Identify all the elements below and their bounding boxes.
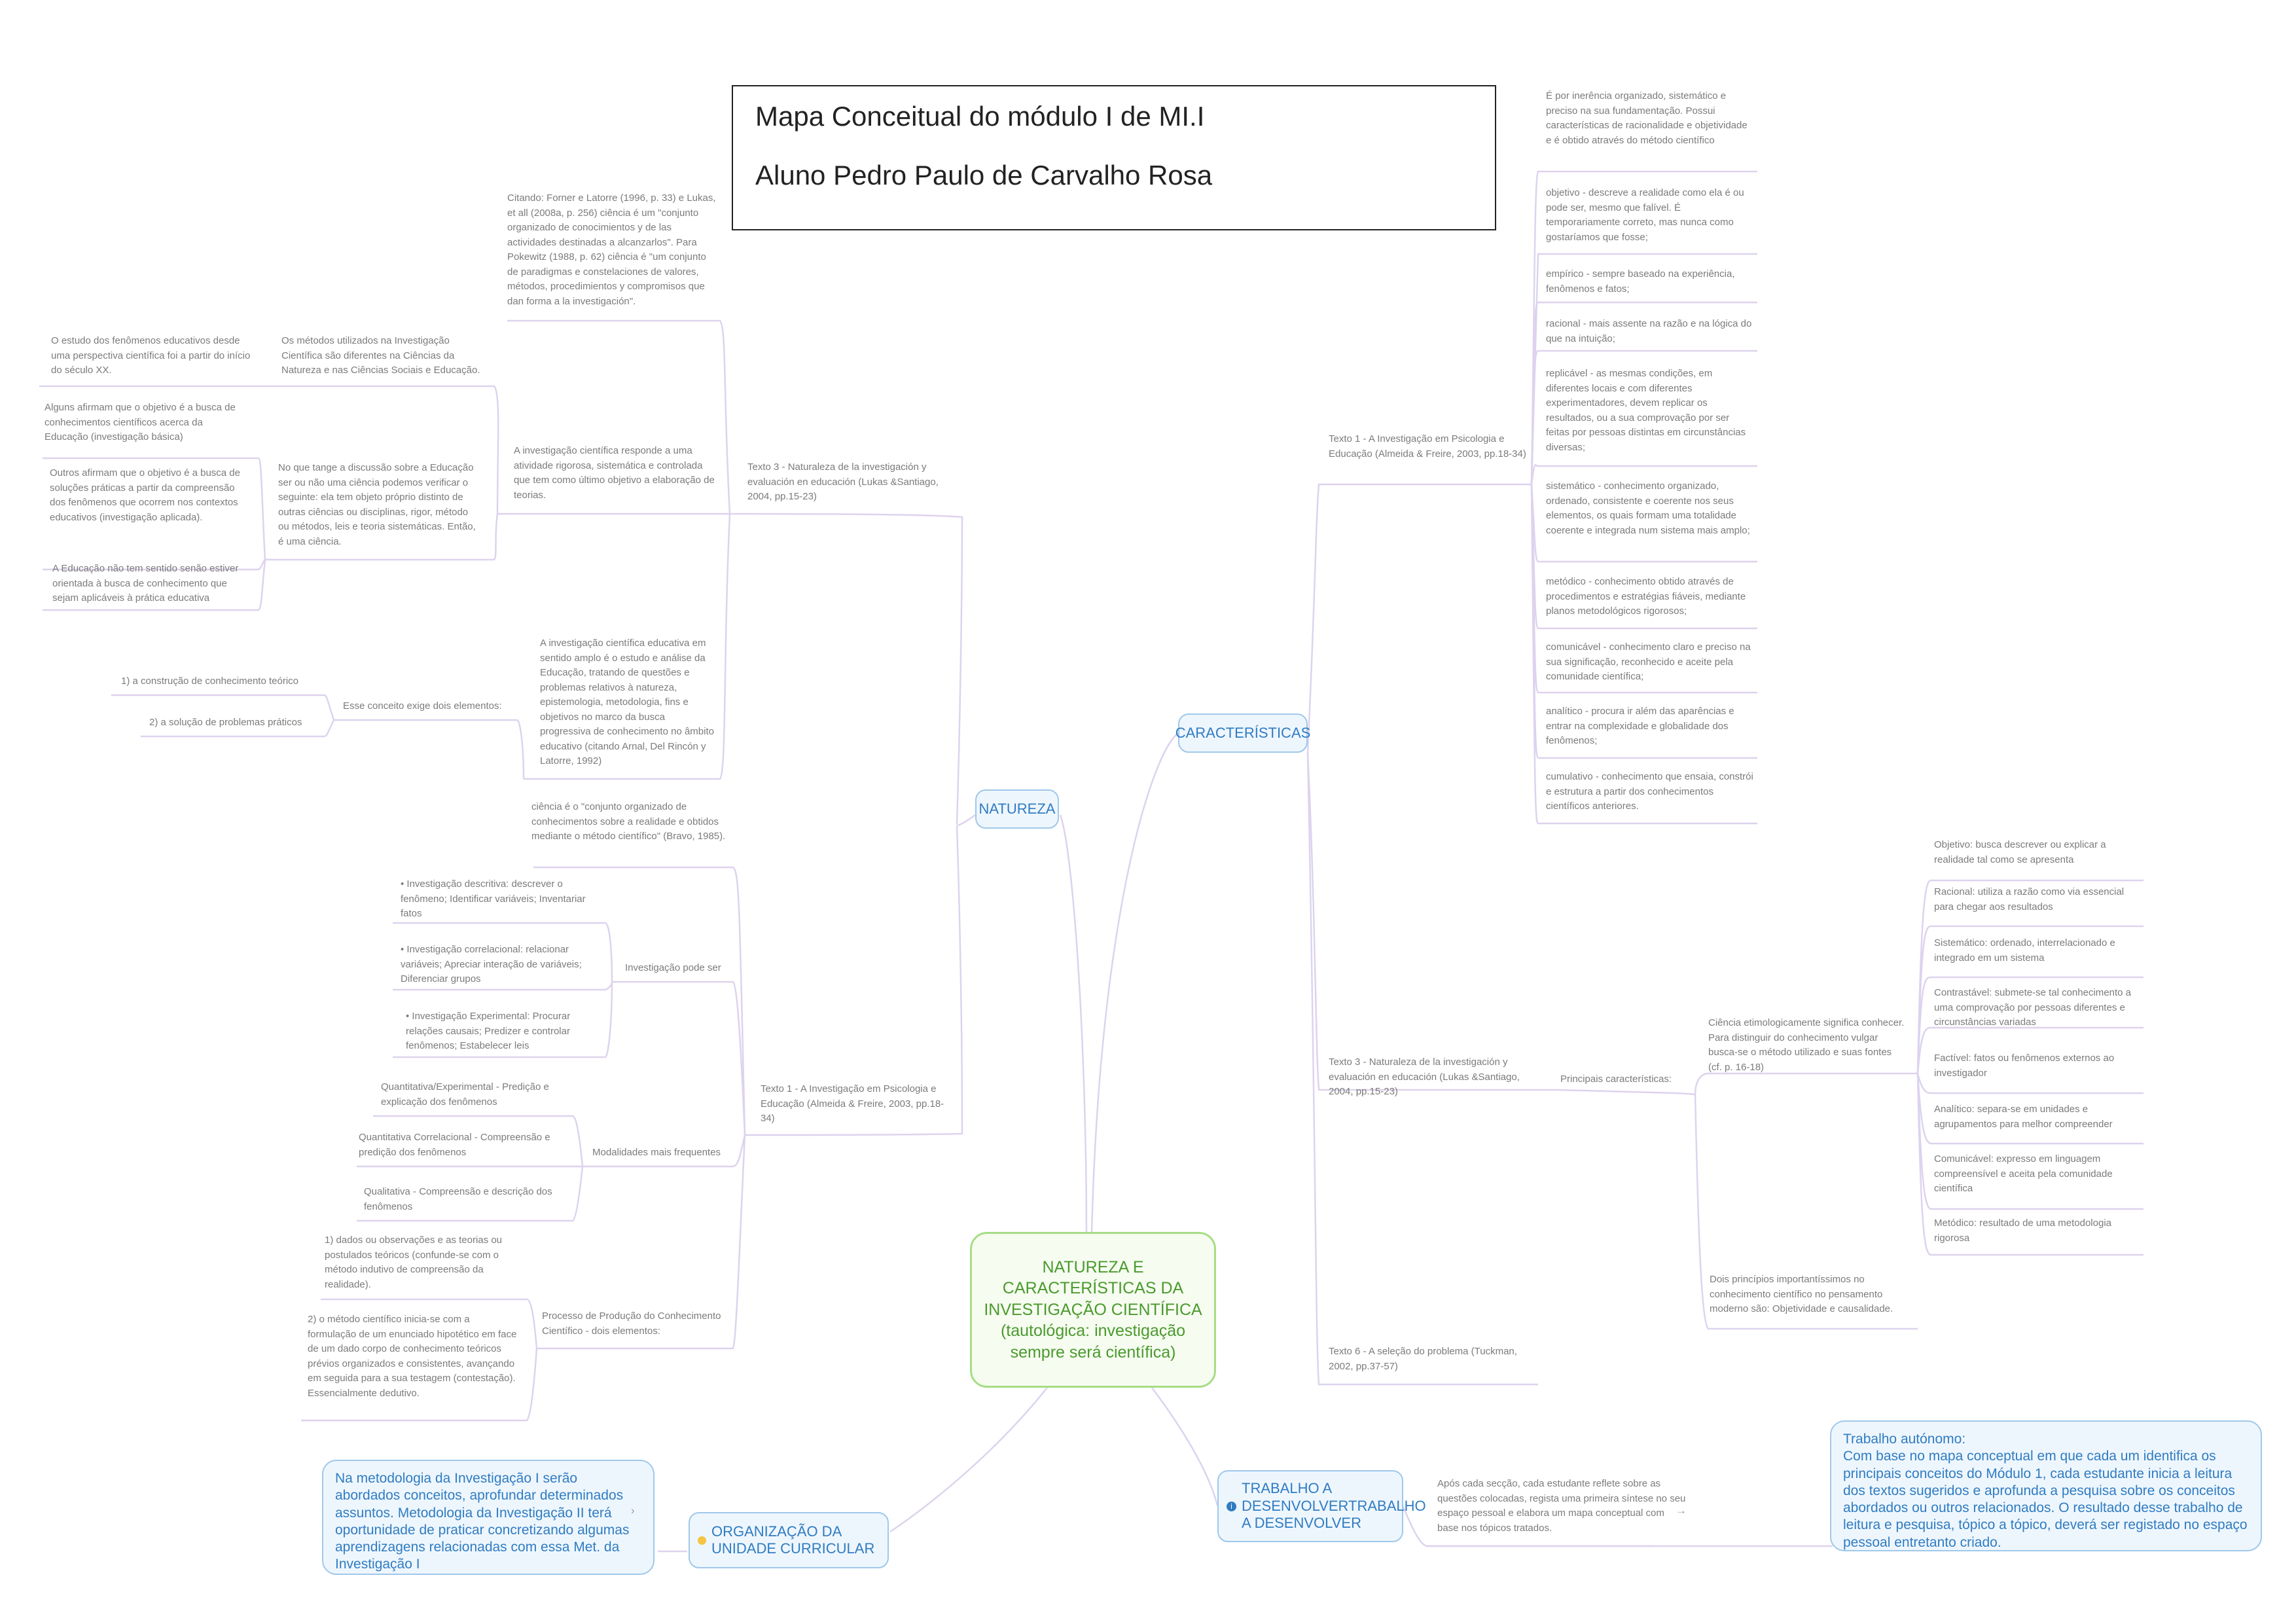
bulb-icon xyxy=(698,1536,706,1545)
caracteristicas-ciencia-etimo[interactable]: Ciência etimologicamente significa conhe… xyxy=(1708,1017,1905,1073)
natureza-mod-quant-corr[interactable]: Quantitativa Correlacional - Compreensão… xyxy=(359,1132,550,1158)
organizacao-note[interactable]: Na metodologia da Investigação I serão a… xyxy=(322,1460,655,1575)
branch-organizacao[interactable]: ORGANIZAÇÃO DA UNIDADE CURRICULAR xyxy=(689,1512,889,1568)
caracteristicas-texto6[interactable]: Texto 6 - A seleção do problema (Tuckman… xyxy=(1329,1346,1517,1372)
caracteristicas-dois-principios[interactable]: Dois princípios importantíssimos no conh… xyxy=(1710,1274,1893,1314)
branch-organizacao-label: ORGANIZAÇÃO DA UNIDADE CURRICULAR xyxy=(711,1523,875,1557)
caracteristicas-metodico[interactable]: metódico - conhecimento obtido através d… xyxy=(1546,576,1746,617)
natureza-mod-quant-exp[interactable]: Quantitativa/Experimental - Predição e e… xyxy=(381,1081,549,1108)
natureza-inv-educativa[interactable]: A investigação científica educativa em s… xyxy=(540,638,714,767)
natureza-metodos-diferentes[interactable]: Os métodos utilizados na Investigação Ci… xyxy=(281,335,480,376)
natureza-texto3[interactable]: Texto 3 - Naturaleza de la investigación… xyxy=(747,461,939,502)
natureza-estudo-fenomenos[interactable]: O estudo dos fenômenos educativos desde … xyxy=(51,335,251,376)
natureza-inv-correlacional[interactable]: • Investigação correlacional: relacionar… xyxy=(401,944,582,984)
branch-caracteristicas-label: CARACTERÍSTICAS xyxy=(1175,724,1311,741)
natureza-investigacao-pode-ser[interactable]: Investigação pode ser xyxy=(625,962,721,973)
natureza-mod-qualitativa[interactable]: Qualitativa - Compreensão e descrição do… xyxy=(364,1186,552,1212)
caracteristicas-c-racional[interactable]: Racional: utiliza a razão como via essen… xyxy=(1934,886,2125,912)
author-name: Aluno Pedro Paulo de Carvalho Rosa xyxy=(755,160,1213,190)
caracteristicas-c-contrastavel[interactable]: Contrastável: submete-se tal conheciment… xyxy=(1934,987,2131,1028)
caracteristicas-inerencia[interactable]: É por inerência organizado, sistemático … xyxy=(1546,90,1748,146)
caracteristicas-principais[interactable]: Principais características: xyxy=(1560,1074,1672,1085)
caracteristicas-analitico[interactable]: analítico - procura ir além das aparênci… xyxy=(1546,706,1734,746)
arrow-right-icon[interactable]: › xyxy=(631,1504,635,1517)
caracteristicas-c-sistematico[interactable]: Sistemático: ordenado, interrelacionado … xyxy=(1934,937,2115,964)
natureza-inv-experimental[interactable]: • Investigação Experimental: Procurar re… xyxy=(406,1011,571,1051)
caracteristicas-c-factivel[interactable]: Factível: fatos ou fenômenos externos ao… xyxy=(1934,1053,2115,1079)
trabalho-apos-cada[interactable]: Após cada secção, cada estudante reflete… xyxy=(1437,1478,1686,1534)
natureza-educacao-sentido[interactable]: A Educação não tem sentido senão estiver… xyxy=(52,563,239,604)
natureza-elem1[interactable]: 1) a construção de conhecimento teórico xyxy=(121,676,298,687)
caracteristicas-c-analitico[interactable]: Analítico: separa-se em unidades e agrup… xyxy=(1934,1104,2113,1130)
natureza-proc1[interactable]: 1) dados ou observações e as teorias ou … xyxy=(325,1235,503,1290)
natureza-conceito-exige[interactable]: Esse conceito exige dois elementos: xyxy=(343,700,502,712)
branch-natureza[interactable]: NATUREZA xyxy=(975,789,1059,829)
map-title: Mapa Conceitual do módulo I de MI.I xyxy=(755,101,1205,132)
caracteristicas-texto3[interactable]: Texto 3 - Naturaleza de la investigación… xyxy=(1329,1056,1520,1097)
natureza-inv-responde[interactable]: A investigação científica responde a uma… xyxy=(514,445,715,501)
caracteristicas-sistematico[interactable]: sistemático - conhecimento organizado, o… xyxy=(1546,480,1750,536)
natureza-inv-descritiva[interactable]: • Investigação descritiva: descrever o f… xyxy=(401,878,586,919)
central-topic-label: NATUREZA E CARACTERÍSTICAS DA INVESTIGAÇ… xyxy=(984,1257,1202,1362)
natureza-elem2[interactable]: 2) a solução de problemas práticos xyxy=(149,717,302,728)
branch-caracteristicas[interactable]: CARACTERÍSTICAS xyxy=(1175,713,1311,753)
arrow-right-icon[interactable]: → xyxy=(1676,1504,1687,1517)
caracteristicas-c-metodico[interactable]: Metódico: resultado de uma metodologia r… xyxy=(1934,1218,2111,1244)
natureza-alguns-afirmam[interactable]: Alguns afirmam que o objetivo é a busca … xyxy=(45,402,236,442)
caracteristicas-c-objetivo[interactable]: Objetivo: busca descrever ou explicar a … xyxy=(1934,839,2106,865)
branch-natureza-label: NATUREZA xyxy=(978,800,1056,817)
natureza-discussao[interactable]: No que tange a discussão sobre a Educaçã… xyxy=(278,462,476,547)
branch-trabalho[interactable]: i TRABALHO A DESENVOLVERTRABALHO A DESEN… xyxy=(1217,1470,1426,1542)
natureza-texto1[interactable]: Texto 1 - A Investigação em Psicologia e… xyxy=(761,1083,944,1124)
caracteristicas-c-comunicavel[interactable]: Comunicável: expresso em linguagem compr… xyxy=(1934,1153,2113,1194)
caracteristicas-racional[interactable]: racional - mais assente na razão e na ló… xyxy=(1546,318,1752,344)
caracteristicas-comunicavel[interactable]: comunicável - conhecimento claro e preci… xyxy=(1546,641,1751,682)
info-icon: i xyxy=(1227,1501,1236,1511)
title-box: Mapa Conceitual do módulo I de MI.I Alun… xyxy=(732,85,1496,230)
caracteristicas-cumulativo[interactable]: cumulativo - conhecimento que ensaia, co… xyxy=(1546,771,1753,812)
caracteristicas-empirico[interactable]: empírico - sempre baseado na experiência… xyxy=(1546,268,1735,295)
natureza-outros-afirmam[interactable]: Outros afirmam que o objetivo é a busca … xyxy=(50,467,240,523)
caracteristicas-replicavel[interactable]: replicável - as mesmas condições, em dif… xyxy=(1546,368,1746,453)
central-topic[interactable]: NATUREZA E CARACTERÍSTICAS DA INVESTIGAÇ… xyxy=(970,1232,1216,1388)
natureza-processo[interactable]: Processo de Produção do Conhecimento Cie… xyxy=(542,1310,721,1337)
natureza-modalidades[interactable]: Modalidades mais frequentes xyxy=(592,1147,721,1158)
natureza-proc2[interactable]: 2) o método científico inicia-se com a f… xyxy=(308,1314,517,1399)
natureza-ciencia-conjunto[interactable]: ciência é o "conjunto organizado de conh… xyxy=(531,801,726,842)
branch-trabalho-label: TRABALHO A DESENVOLVERTRABALHO A DESENVO… xyxy=(1242,1480,1426,1532)
caracteristicas-texto1[interactable]: Texto 1 - A Investigação em Psicologia e… xyxy=(1329,433,1526,460)
natureza-citando[interactable]: Citando: Forner e Latorre (1996, p. 33) … xyxy=(507,192,716,307)
trabalho-note[interactable]: Trabalho autónomo: Com base no mapa conc… xyxy=(1830,1420,2262,1551)
caracteristicas-objetivo[interactable]: objetivo - descreve a realidade como ela… xyxy=(1546,187,1744,243)
